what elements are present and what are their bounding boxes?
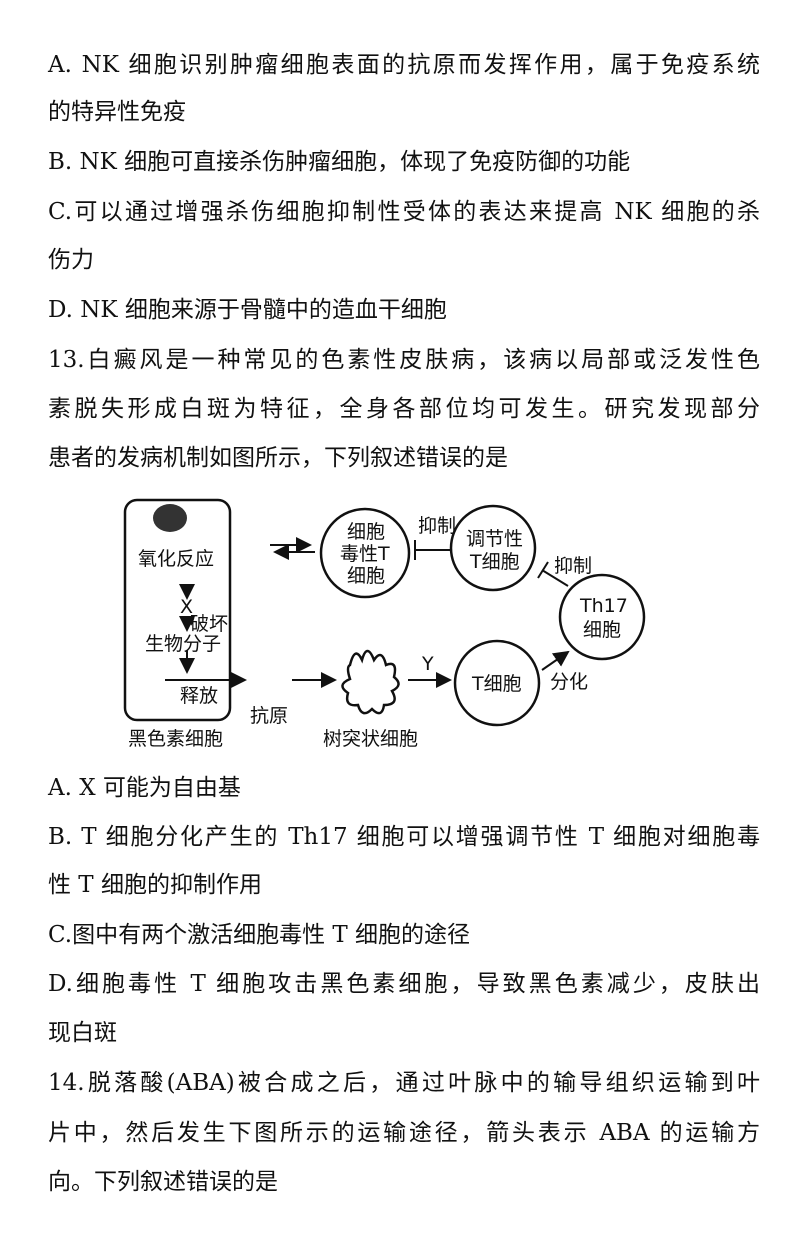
q13-stem-2: 素脱失形成白斑为特征，全身各部位均可发生。研究发现部分 bbox=[48, 396, 760, 422]
th17-cell bbox=[558, 573, 646, 661]
label-ctl-2: 毒性T bbox=[340, 543, 390, 565]
label-biomolecule: 生物分子 bbox=[145, 633, 221, 655]
label-dendritic-cell: 树突状细胞 bbox=[323, 728, 418, 750]
q14-stem: 14.脱落酸(ABA)被合成之后，通过叶脉中的输导组织运输到叶 bbox=[48, 1070, 760, 1096]
q13-option-b: B. T 细胞分化产生的 Th17 细胞可以增强调节性 T 细胞对细胞毒 bbox=[48, 824, 760, 850]
cytotoxic-t-cell bbox=[319, 507, 411, 599]
q13-stem-3: 患者的发病机制如图所示，下列叙述错误的是 bbox=[48, 445, 508, 471]
q14-stem-2: 片中，然后发生下图所示的运输途径，箭头表示 ABA 的运输方 bbox=[48, 1120, 760, 1146]
dendritic-cell bbox=[341, 649, 400, 715]
q13-option-b-cont: 性 T 细胞的抑制作用 bbox=[48, 872, 262, 898]
q13-option-d: D.细胞毒性 T 细胞攻击黑色素细胞，导致黑色素减少，皮肤出 bbox=[48, 971, 760, 997]
label-inhibit: 抑制 bbox=[418, 515, 456, 537]
q12-option-b: B. NK 细胞可直接杀伤肿瘤细胞，体现了免疫防御的功能 bbox=[48, 149, 631, 175]
nucleus-icon bbox=[153, 504, 187, 532]
q13-option-c: C.图中有两个激活细胞毒性 T 细胞的途径 bbox=[48, 922, 471, 948]
melanocyte-box bbox=[123, 498, 232, 722]
label-antigen: 抗原 bbox=[250, 705, 288, 727]
q12-option-d: D. NK 细胞来源于骨髓中的造血干细胞 bbox=[48, 297, 447, 323]
label-ctl: 细胞 bbox=[347, 521, 385, 543]
label-th17: Th17 bbox=[579, 595, 628, 617]
label-oxidation: 氧化反应 bbox=[138, 548, 214, 570]
label-treg: 调节性 bbox=[466, 528, 523, 550]
q13-option-a: A. X 可能为自由基 bbox=[48, 775, 241, 801]
q13-option-d-cont: 现白斑 bbox=[48, 1020, 117, 1046]
label-destroy: 破坏 bbox=[190, 613, 228, 635]
q12-option-a: A. NK 细胞识别肿瘤细胞表面的抗原而发挥作用，属于免疫系统 bbox=[48, 52, 760, 78]
label-x: X bbox=[180, 596, 193, 618]
regulatory-t-cell bbox=[449, 504, 537, 592]
vitiligo-mechanism-diagram: 氧化反应 X 破坏 生物分子 释放 黑色素细胞 抗原 树突状细胞 Y 细胞 毒性… bbox=[123, 498, 646, 750]
q12-option-a-cont: 的特异性免疫 bbox=[48, 99, 186, 125]
label-release: 释放 bbox=[180, 685, 218, 707]
label-treg-2: T细胞 bbox=[469, 551, 520, 573]
q12-option-c-cont: 伤力 bbox=[48, 247, 94, 273]
label-ctl-3: 细胞 bbox=[347, 565, 385, 587]
q12-option-c: C.可以通过增强杀伤细胞抑制性受体的表达来提高 NK 细胞的杀 bbox=[48, 199, 760, 225]
label-y: Y bbox=[421, 653, 434, 675]
t-cell bbox=[453, 639, 541, 727]
q14-stem-3: 向。下列叙述错误的是 bbox=[48, 1169, 278, 1195]
label-differentiate: 分化 bbox=[550, 671, 588, 693]
q13-stem: 13.白癜风是一种常见的色素性皮肤病，该病以局部或泛发性色 bbox=[48, 347, 760, 373]
label-th17-2: 细胞 bbox=[583, 619, 621, 641]
label-t-cell: T细胞 bbox=[471, 673, 522, 695]
label-melanocyte: 黑色素细胞 bbox=[128, 728, 223, 750]
label-inhibit-2: 抑制 bbox=[554, 555, 592, 577]
